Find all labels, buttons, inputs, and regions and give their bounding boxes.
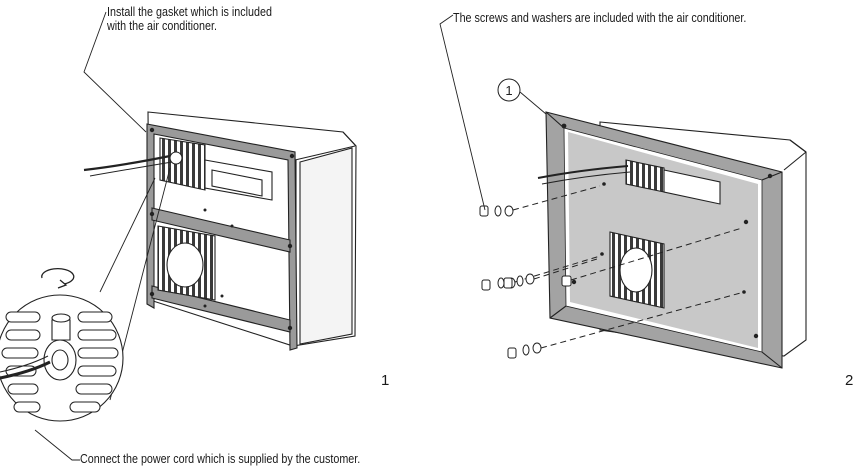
screw-set-top [479,185,601,217]
figure-1-unit [83,111,357,351]
annotation-screws: The screws and washers are included with… [453,11,747,25]
annotation-power-cord: Connect the power cord which is supplied… [80,452,361,466]
step-number-1: 1 [381,372,390,389]
callout-circle [497,78,521,102]
annotation-gasket-line-1: Install the gasket which is included [107,5,272,19]
figure-2-leaders [439,14,547,211]
screw-set-middle-3 [561,227,743,287]
callout-number: 1 [505,83,512,98]
screw-set-middle-2 [503,257,601,289]
screws-and-washers [479,185,745,359]
screw-set-bottom [507,291,745,359]
step-number-2: 2 [845,372,854,389]
figure-2-unit [537,111,807,369]
annotation-gasket-line-2: with the air conditioner. [107,19,217,33]
rotate-arrow-icon [41,268,75,289]
figure-1-leaders [34,11,171,461]
detail-magnifier [0,294,124,422]
